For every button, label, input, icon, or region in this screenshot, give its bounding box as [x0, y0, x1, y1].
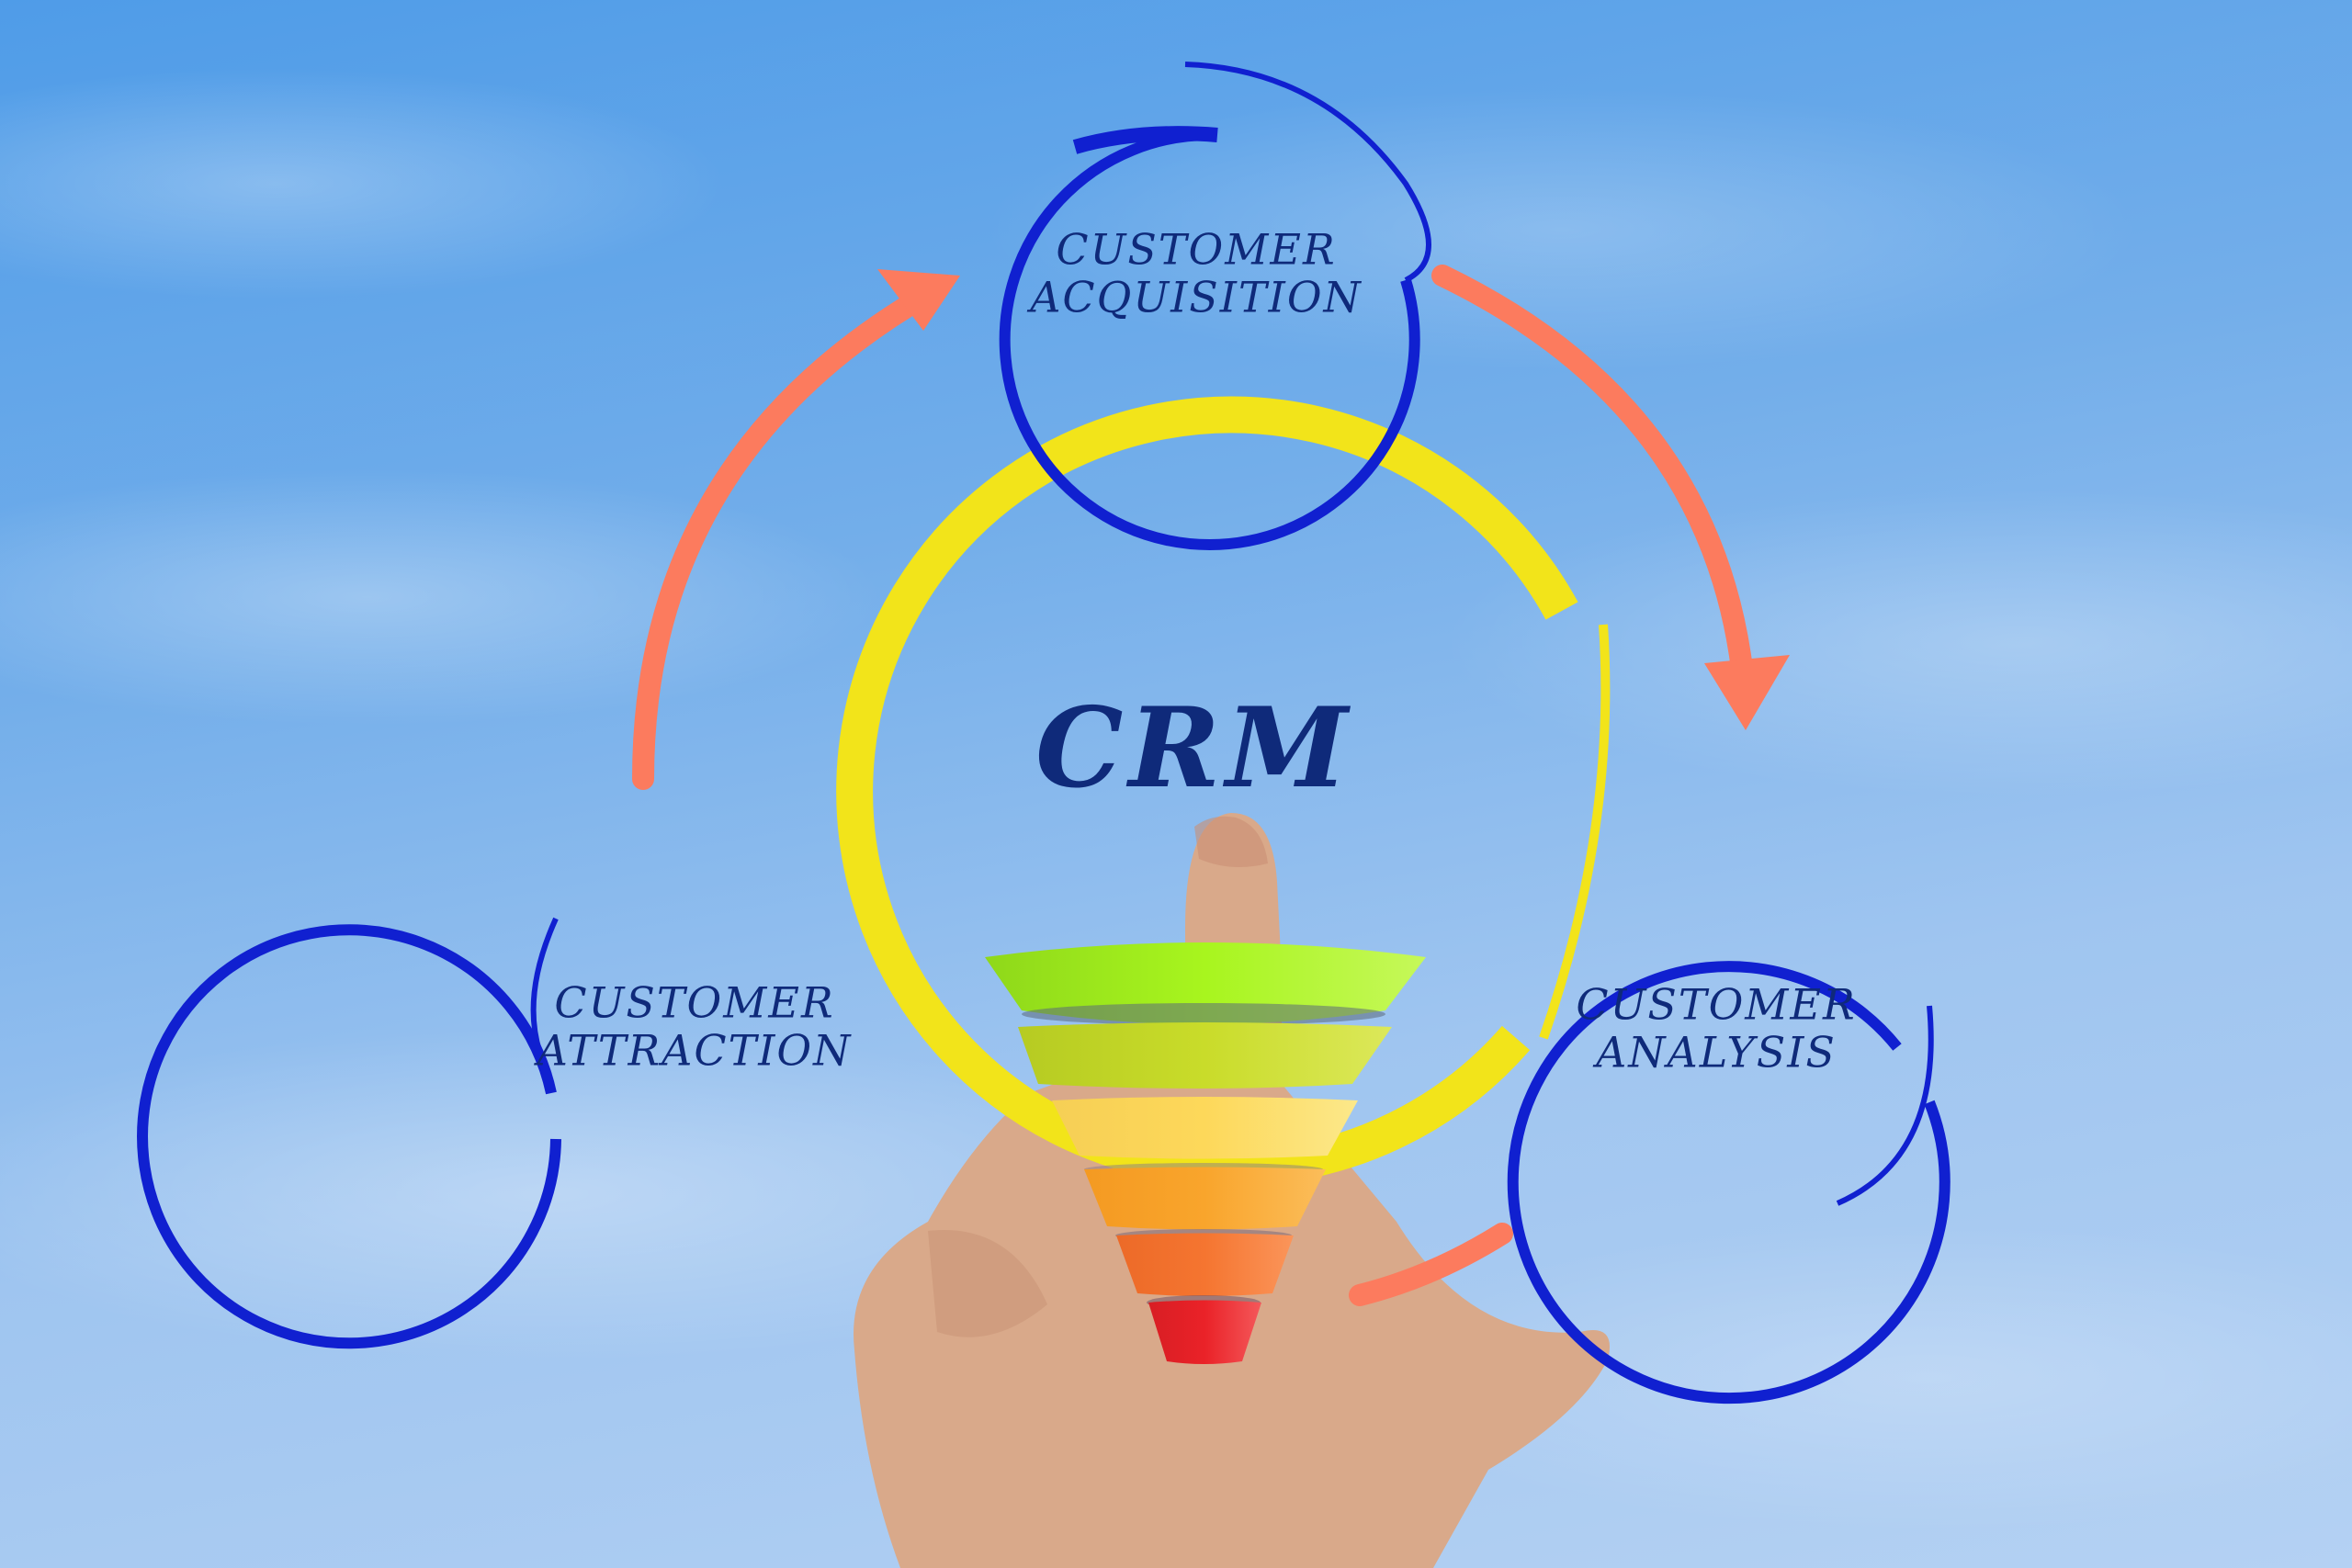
stage-attraction-label: CUSTOMER ATTRACTION — [537, 979, 853, 1074]
stage-attraction-line1: CUSTOMER — [554, 977, 835, 1028]
funnel-level-4 — [1084, 1163, 1326, 1230]
stage-analysis-label: CUSTOMER ANALYSIS — [1576, 981, 1856, 1076]
funnel-level-5 — [1115, 1229, 1294, 1296]
funnel-level-1 — [985, 942, 1426, 1025]
stage-acquisition-line1: CUSTOMER — [1056, 224, 1337, 275]
circle-analysis — [1507, 961, 1951, 1404]
circle-acquisition — [999, 62, 1431, 550]
arrow-acquisition-to-analysis — [1431, 265, 1790, 730]
circle-attraction — [137, 917, 561, 1349]
funnel-level-3 — [1052, 1097, 1358, 1159]
funnel-level-6 — [1147, 1295, 1261, 1364]
crm-title: CRM — [1035, 682, 1354, 813]
sales-funnel — [985, 942, 1426, 1364]
arrow-attraction-to-acquisition — [632, 269, 960, 790]
stage-analysis-line2: ANALYSIS — [1596, 1027, 1837, 1077]
stage-acquisition-line2: ACQUISITION — [1030, 272, 1363, 321]
stage-analysis-line1: CUSTOMER — [1576, 979, 1857, 1030]
funnel-level-2 — [1018, 1022, 1392, 1089]
stage-attraction-line2: ATTRACTION — [537, 1025, 853, 1075]
arrow-analysis-to-center — [1349, 1223, 1513, 1306]
stage-acquisition-label: CUSTOMER ACQUISITION — [1030, 226, 1363, 321]
